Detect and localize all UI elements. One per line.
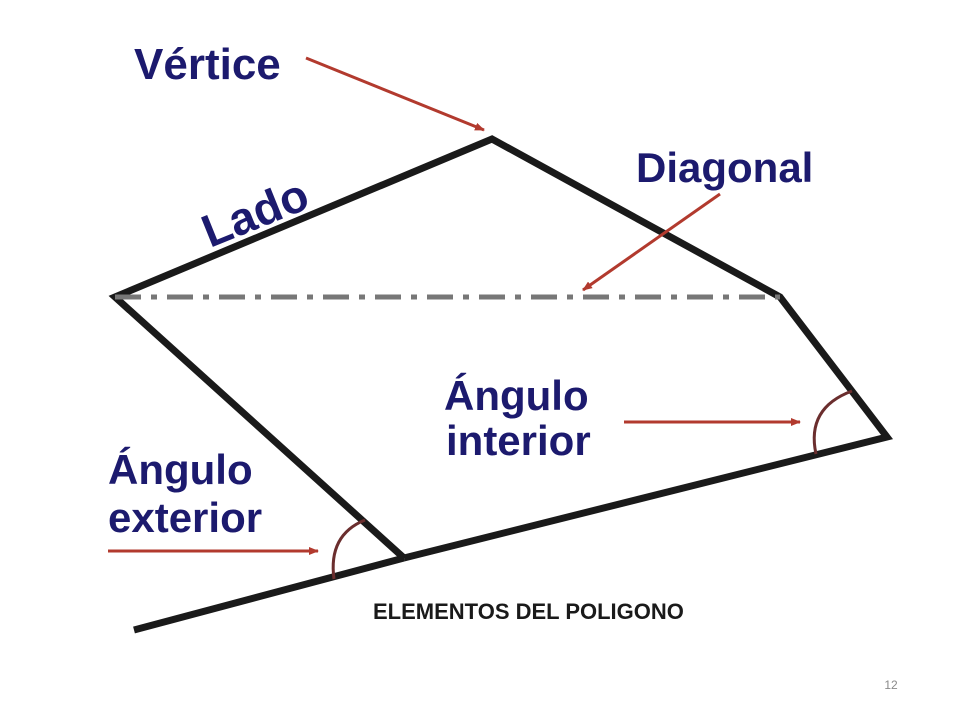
interior-angle-label-line1: Ángulo [444, 372, 589, 419]
exterior-angle-arc [331, 518, 366, 580]
polygon-outline [108, 135, 894, 562]
interior-angle-arc [812, 389, 853, 455]
diagonal-label: Diagonal [636, 144, 813, 191]
vertex-arrow [305, 56, 485, 132]
side-label: Lado [194, 168, 315, 257]
extended-side-line [133, 554, 405, 634]
exterior-angle-label-line1: Ángulo [108, 446, 253, 493]
diagonal-arrow [582, 192, 721, 292]
interior-angle-label-line2: interior [446, 417, 591, 464]
exterior-angle-label-line2: exterior [108, 494, 262, 541]
slide-number: 12 [884, 678, 898, 692]
diagram-caption: ELEMENTOS DEL POLIGONO [373, 599, 684, 624]
vertex-label: Vértice [134, 40, 281, 89]
